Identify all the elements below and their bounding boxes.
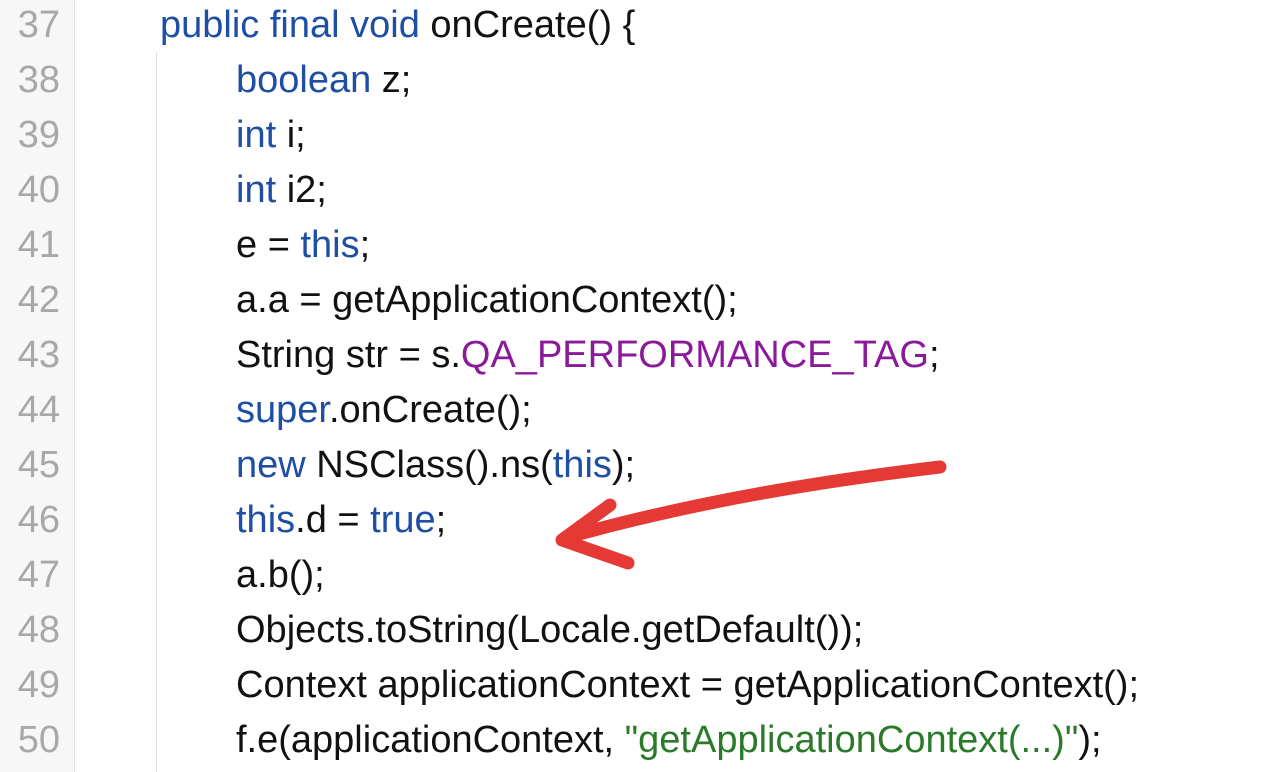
code-token bbox=[340, 4, 351, 46]
code-text: Context applicationContext = getApplicat… bbox=[236, 658, 1139, 713]
code-text: f.e(applicationContext, "getApplicationC… bbox=[236, 713, 1102, 768]
code-line: 41 e = this; bbox=[18, 218, 1271, 273]
string-token: "getApplicationContext(...)" bbox=[624, 719, 1079, 761]
keyword-token: int bbox=[236, 114, 277, 156]
code-line: 50 f.e(applicationContext, "getApplicatio… bbox=[18, 713, 1271, 768]
code-text: int i2; bbox=[236, 163, 327, 218]
line-number: 38 bbox=[17, 59, 60, 101]
code-token: ); bbox=[611, 444, 636, 486]
keyword-token: boolean bbox=[236, 59, 372, 101]
code-text: int i; bbox=[236, 108, 306, 163]
code-text: e = this; bbox=[236, 218, 370, 273]
code-token: Objects.toString(Locale.getDefault()); bbox=[236, 609, 864, 651]
code-line: 39 int i; bbox=[18, 108, 1271, 163]
keyword-token: this bbox=[300, 224, 360, 266]
keyword-token: new bbox=[236, 444, 306, 486]
code-token: Context applicationContext = getApplicat… bbox=[236, 664, 1140, 706]
code-token: .d = bbox=[295, 499, 371, 541]
line-number: 47 bbox=[17, 554, 60, 596]
keyword-token: int bbox=[236, 169, 277, 211]
code-token: NSClass().ns( bbox=[305, 444, 553, 486]
code-token: z; bbox=[371, 59, 412, 101]
keyword-token: this bbox=[552, 444, 612, 486]
code-text: Objects.toString(Locale.getDefault()); bbox=[236, 603, 863, 658]
code-text: a.a = getApplicationContext(); bbox=[236, 273, 738, 328]
code-token: f.e(applicationContext, bbox=[236, 719, 625, 761]
keyword-token: super bbox=[236, 389, 329, 431]
keyword-token: this bbox=[236, 499, 296, 541]
keyword-token: final bbox=[269, 4, 340, 46]
code-text: super.onCreate(); bbox=[236, 383, 532, 438]
code-token: .onCreate(); bbox=[328, 389, 532, 431]
code-line: 43 String str = s.QA_PERFORMANCE_TAG; bbox=[18, 328, 1271, 383]
field-token: QA_PERFORMANCE_TAG bbox=[460, 334, 929, 376]
code-text: new NSClass().ns(this); bbox=[236, 438, 635, 493]
line-number: 41 bbox=[17, 224, 60, 266]
line-number: 49 bbox=[17, 664, 60, 706]
line-number: 37 bbox=[17, 4, 60, 46]
code-token: i2; bbox=[276, 169, 327, 211]
code-text: boolean z; bbox=[236, 53, 411, 108]
line-number: 45 bbox=[17, 444, 60, 486]
code-area[interactable]: 37 public final void onCreate() { 38 boolea… bbox=[18, 0, 1271, 772]
line-number: 42 bbox=[17, 279, 60, 321]
code-line: 40 int i2; bbox=[18, 163, 1271, 218]
code-text: public final void onCreate() { bbox=[160, 0, 635, 53]
line-number: 43 bbox=[17, 334, 60, 376]
line-number: 44 bbox=[17, 389, 60, 431]
code-text: this.d = true; bbox=[236, 493, 446, 548]
line-number: 46 bbox=[17, 499, 60, 541]
keyword-token: public bbox=[160, 4, 260, 46]
code-token bbox=[259, 4, 270, 46]
code-line: 46 this.d = true; bbox=[18, 493, 1271, 548]
line-number: 48 bbox=[17, 609, 60, 651]
line-number: 40 bbox=[17, 169, 60, 211]
code-token: i; bbox=[276, 114, 306, 156]
code-text: a.b(); bbox=[236, 548, 325, 603]
code-token: ; bbox=[435, 499, 447, 541]
code-line: 48 Objects.toString(Locale.getDefault()); bbox=[18, 603, 1271, 658]
code-token: onCreate() { bbox=[419, 4, 636, 46]
line-number: 50 bbox=[17, 719, 60, 761]
code-token: String str = s. bbox=[236, 334, 461, 376]
code-line: 44 super.onCreate(); bbox=[18, 383, 1271, 438]
code-token: ; bbox=[359, 224, 371, 266]
code-token: e = bbox=[236, 224, 301, 266]
indent-guide bbox=[156, 52, 157, 772]
code-token: ); bbox=[1078, 719, 1102, 761]
code-text: String str = s.QA_PERFORMANCE_TAG; bbox=[236, 328, 940, 383]
code-line: 49 Context applicationContext = getApplic… bbox=[18, 658, 1271, 713]
code-token: a.a = getApplicationContext(); bbox=[236, 279, 738, 321]
code-line: 47 a.b(); bbox=[18, 548, 1271, 603]
keyword-token: void bbox=[350, 4, 420, 46]
keyword-token: true bbox=[370, 499, 436, 541]
code-line: 45 new NSClass().ns(this); bbox=[18, 438, 1271, 493]
code-line: 38 boolean z; bbox=[18, 53, 1271, 108]
code-token: ; bbox=[928, 334, 940, 376]
code-line: 37 public final void onCreate() { bbox=[18, 0, 1271, 53]
code-line: 42 a.a = getApplicationContext(); bbox=[18, 273, 1271, 328]
line-number: 39 bbox=[17, 114, 60, 156]
code-token: a.b(); bbox=[236, 554, 325, 596]
line-number-gutter bbox=[0, 0, 75, 772]
